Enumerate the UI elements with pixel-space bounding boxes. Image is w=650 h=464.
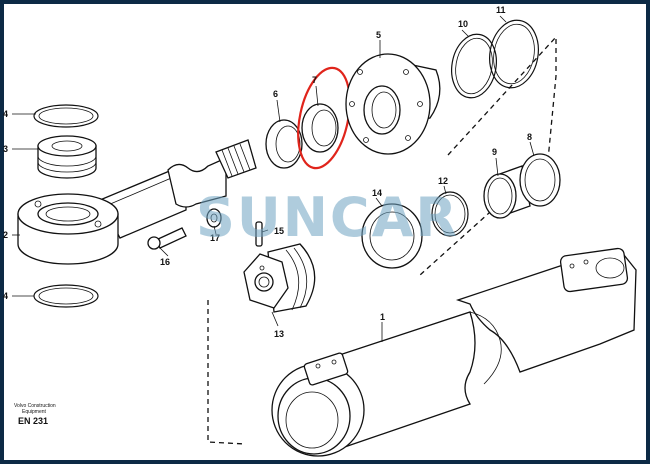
part-16-screw xyxy=(147,227,187,250)
part-6-seal-ring xyxy=(265,119,303,169)
part-8-seal xyxy=(519,153,561,207)
callout-10: 10 xyxy=(458,19,468,29)
callout-17: 17 xyxy=(210,233,220,243)
part-4-snap-ring-bottom xyxy=(33,284,99,308)
caption-line-1: Volvo Construction xyxy=(14,403,56,409)
part-1-cylinder-tube xyxy=(271,247,637,457)
callout-14: 14 xyxy=(372,188,382,198)
callout-6: 6 xyxy=(273,89,278,99)
part-12-o-ring xyxy=(431,191,469,237)
watermark-text: SUNCAR xyxy=(196,186,459,249)
callout-16: 16 xyxy=(160,257,170,267)
callout-1: 1 xyxy=(380,312,385,322)
callout-15: 15 xyxy=(274,226,284,236)
callout-labels: 4 3 2 4 5 6 7 10 11 9 8 12 14 15 17 16 1… xyxy=(3,5,532,339)
part-11-ring xyxy=(489,19,539,89)
callout-7: 7 xyxy=(312,75,317,85)
callout-11: 11 xyxy=(496,5,506,15)
assembly-path-left xyxy=(207,300,246,445)
callout-4-top: 4 xyxy=(3,109,8,119)
part-13-piston xyxy=(243,243,316,313)
caption-line-2: Equipment xyxy=(22,409,47,415)
highlight-circle xyxy=(297,66,351,170)
callout-9: 9 xyxy=(492,147,497,157)
callout-5: 5 xyxy=(376,30,381,40)
callout-12: 12 xyxy=(438,176,448,186)
part-14-piston-seal xyxy=(361,203,423,269)
part-4-snap-ring-top xyxy=(33,104,99,128)
part-5-cylinder-head xyxy=(345,53,441,155)
part-7-rod-seal xyxy=(297,66,351,170)
part-15-pin xyxy=(255,221,263,247)
callout-13: 13 xyxy=(274,329,284,339)
callout-4-bottom: 4 xyxy=(3,291,8,301)
callout-3: 3 xyxy=(3,144,8,154)
part-3-bushing xyxy=(37,135,97,179)
callout-2: 2 xyxy=(3,230,8,240)
assembly-path-right xyxy=(419,35,557,276)
caption-code: EN 231 xyxy=(18,416,48,426)
part-2-rod-eye xyxy=(17,139,257,265)
leader-lines xyxy=(12,15,535,342)
callout-8: 8 xyxy=(527,132,532,142)
